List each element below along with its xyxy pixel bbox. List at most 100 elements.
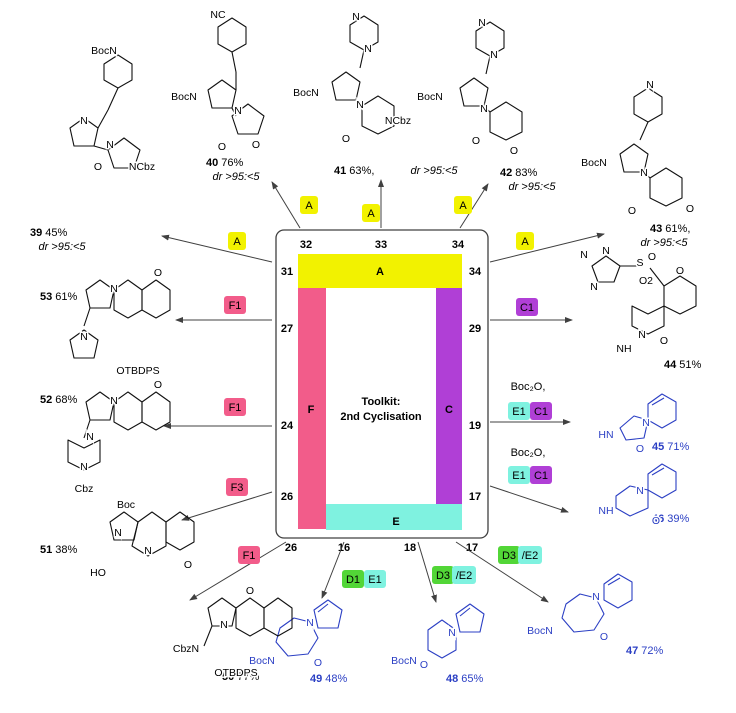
arrow-tag-box: [498, 546, 520, 564]
compound-label-43: 43 61%,: [650, 223, 690, 235]
arrow-tag-box: [300, 196, 318, 214]
arrow-tag-box: [364, 570, 386, 588]
atom-51-3: N: [144, 545, 152, 557]
compound-label-40: 40 76%: [206, 157, 244, 169]
compound-label-51: 51 38%: [40, 544, 78, 556]
compound-yield: 77%: [234, 671, 259, 683]
compound-label-49: 49 48%: [310, 673, 348, 685]
compound-yield: 72%: [638, 645, 663, 657]
arrow-to-40: [271, 181, 301, 229]
arrow-tag-box: [516, 298, 538, 316]
atom-47-2: O: [600, 631, 608, 643]
arrow-tag-box: [516, 232, 534, 250]
corner-26-bottom: 26: [285, 542, 297, 554]
arrow-tag-text: E1: [368, 574, 381, 586]
atom-52-3: N: [80, 461, 88, 473]
atom-48-0: N: [448, 627, 456, 639]
compound-label-39: 39 45%: [30, 227, 68, 239]
atom-50-1: N: [220, 619, 228, 631]
compound-number: 44: [664, 359, 677, 371]
arrow-to-42: [459, 183, 489, 229]
arrow-tag-t49b: E1: [364, 570, 386, 588]
atom-40-0: NC: [210, 9, 226, 21]
arrow-tag-box: [228, 232, 246, 250]
compound-yield: 61%,: [662, 223, 690, 235]
reaction-arrows: [161, 179, 605, 603]
arrow-tag-box: [508, 402, 530, 420]
atom-47-0: N: [592, 591, 600, 603]
arrow-tag-t49a: D1: [342, 570, 364, 588]
arrow-to-51: [181, 491, 273, 521]
atom-42-4: O: [472, 135, 480, 147]
arrow-tag-box: [454, 196, 472, 214]
arrow-tag-t40: A: [300, 196, 318, 214]
arrow-tag-box: [518, 546, 542, 564]
compound-yield: 83%: [512, 167, 537, 179]
compound-number: 47: [626, 645, 638, 657]
arrow-tag-box: [530, 402, 552, 420]
compound-number: 50: [222, 671, 234, 683]
arrow-tag-text: /E2: [456, 570, 473, 582]
compound-label-48: 48 65%: [446, 673, 484, 685]
atom-labels: BocNNNNCbzONCBocNNOONNBocNNONCbzNNBocNNO…: [73, 8, 695, 681]
arrow-tag-t44: C1: [516, 298, 538, 316]
compound-label-53: 53 61%: [40, 291, 78, 303]
arrow-tag-text: E1: [512, 406, 525, 418]
atom-53-2: N: [80, 331, 88, 343]
arrow-to-43: [489, 232, 605, 263]
compound-number: 53: [40, 291, 52, 303]
compound-yield: 39%: [664, 513, 689, 525]
compound-yield: 65%: [458, 673, 483, 685]
arrow-to-48: [417, 541, 437, 603]
arrow-tag-t39: A: [228, 232, 246, 250]
arrow-tag-box: [238, 546, 260, 564]
arrow-tag-t47b: /E2: [518, 546, 542, 564]
corner-26-right: 26: [281, 491, 293, 503]
bar-c: [436, 288, 462, 504]
atom-53-1: N: [110, 283, 118, 295]
atom-44-9: O: [660, 335, 668, 347]
arrow-tag-text: A: [367, 208, 375, 220]
structure-42: [459, 21, 523, 141]
corner-33: 33: [375, 239, 387, 251]
corner-32: 32: [300, 239, 312, 251]
atom-44-5: O2: [639, 275, 653, 287]
structure-44: [591, 255, 697, 335]
arrow-tag-text: /E2: [522, 550, 539, 562]
atom-42-5: O: [510, 145, 518, 157]
atom-41-2: BocN: [293, 87, 319, 99]
arrow-to-49: [321, 541, 345, 599]
compound-label-45: 45 71%: [652, 441, 690, 453]
atom-42-0: N: [478, 17, 486, 29]
arrow-tag-text: D1: [346, 574, 360, 586]
arrow-to-39: [161, 234, 273, 263]
structures: [67, 15, 697, 659]
atom-52-0: O: [154, 379, 162, 391]
compound-yield: 51%: [676, 359, 701, 371]
compound-yield: 48%: [322, 673, 347, 685]
reagent-boc2o-46: Boc₂O,: [511, 447, 546, 459]
atom-47-1: BocN: [527, 625, 553, 637]
compound-number: 40: [206, 157, 218, 169]
arrow-tag-box: [362, 204, 380, 222]
toolkit-title-line1: Toolkit:: [362, 396, 401, 408]
arrow-tag-t42: A: [454, 196, 472, 214]
atom-43-0: N: [646, 79, 654, 91]
structure-41: [331, 15, 395, 135]
atom-53-0: O: [154, 267, 162, 279]
compound-number: 48: [446, 673, 458, 685]
corner-29: 29: [469, 323, 481, 335]
atom-44-3: S: [636, 257, 643, 269]
structure-51: [109, 511, 195, 557]
compound-label-52: 52 68%: [40, 394, 78, 406]
compound-label-44: 44 51%: [664, 359, 702, 371]
arrow-tag-box: [224, 296, 246, 314]
arrow-tag-box: [432, 566, 454, 584]
toolkit-title-line2: 2nd Cyclisation: [340, 411, 422, 423]
atom-41-5: NCbz: [385, 115, 411, 127]
compound-label-41: 41 63%,: [334, 165, 374, 177]
atom-39-1: N: [80, 115, 88, 127]
compound-yield: 68%: [52, 394, 77, 406]
arrow-tag-text: E1: [512, 470, 525, 482]
